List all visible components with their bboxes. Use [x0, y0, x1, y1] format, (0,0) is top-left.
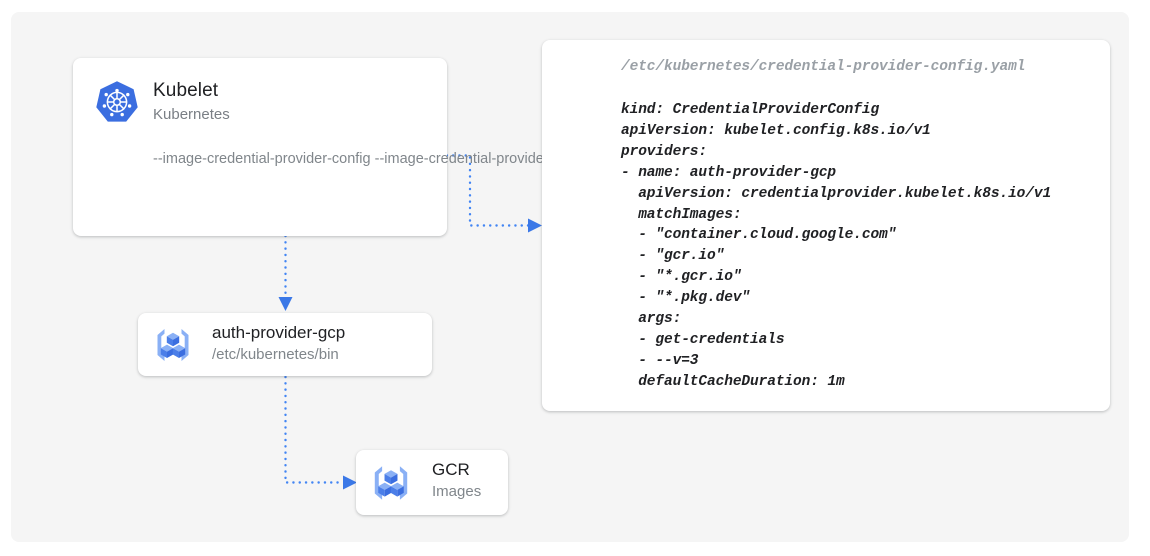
- config-file-content: kind: CredentialProviderConfig apiVersio…: [621, 102, 1052, 390]
- config-file-path: /etc/kubernetes/credential-provider-conf…: [621, 59, 1026, 75]
- credential-provider-config-card[interactable]: /etc/kubernetes/credential-provider-conf…: [542, 40, 1110, 411]
- gcr-card-subtitle: Images: [432, 483, 482, 500]
- container-registry-icon: [368, 460, 414, 506]
- kubernetes-logo-icon: [93, 79, 141, 127]
- auth-provider-gcp-card[interactable]: auth-provider-gcp /etc/kubernetes/bin: [138, 313, 432, 376]
- auth-provider-card-title: auth-provider-gcp: [212, 323, 346, 342]
- kubelet-card-subtitle: Kubernetes: [153, 106, 230, 123]
- kubelet-card-flags: --image-credential-provider-config --ima…: [153, 151, 594, 167]
- gcr-card-title: GCR: [432, 460, 470, 479]
- kubelet-card-title: Kubelet: [153, 80, 219, 101]
- auth-provider-card-subtitle: /etc/kubernetes/bin: [212, 346, 339, 363]
- kubelet-card[interactable]: Kubelet Kubernetes --image-credential-pr…: [73, 58, 594, 236]
- gcr-card[interactable]: GCR Images: [356, 450, 508, 515]
- container-registry-icon: [151, 323, 195, 367]
